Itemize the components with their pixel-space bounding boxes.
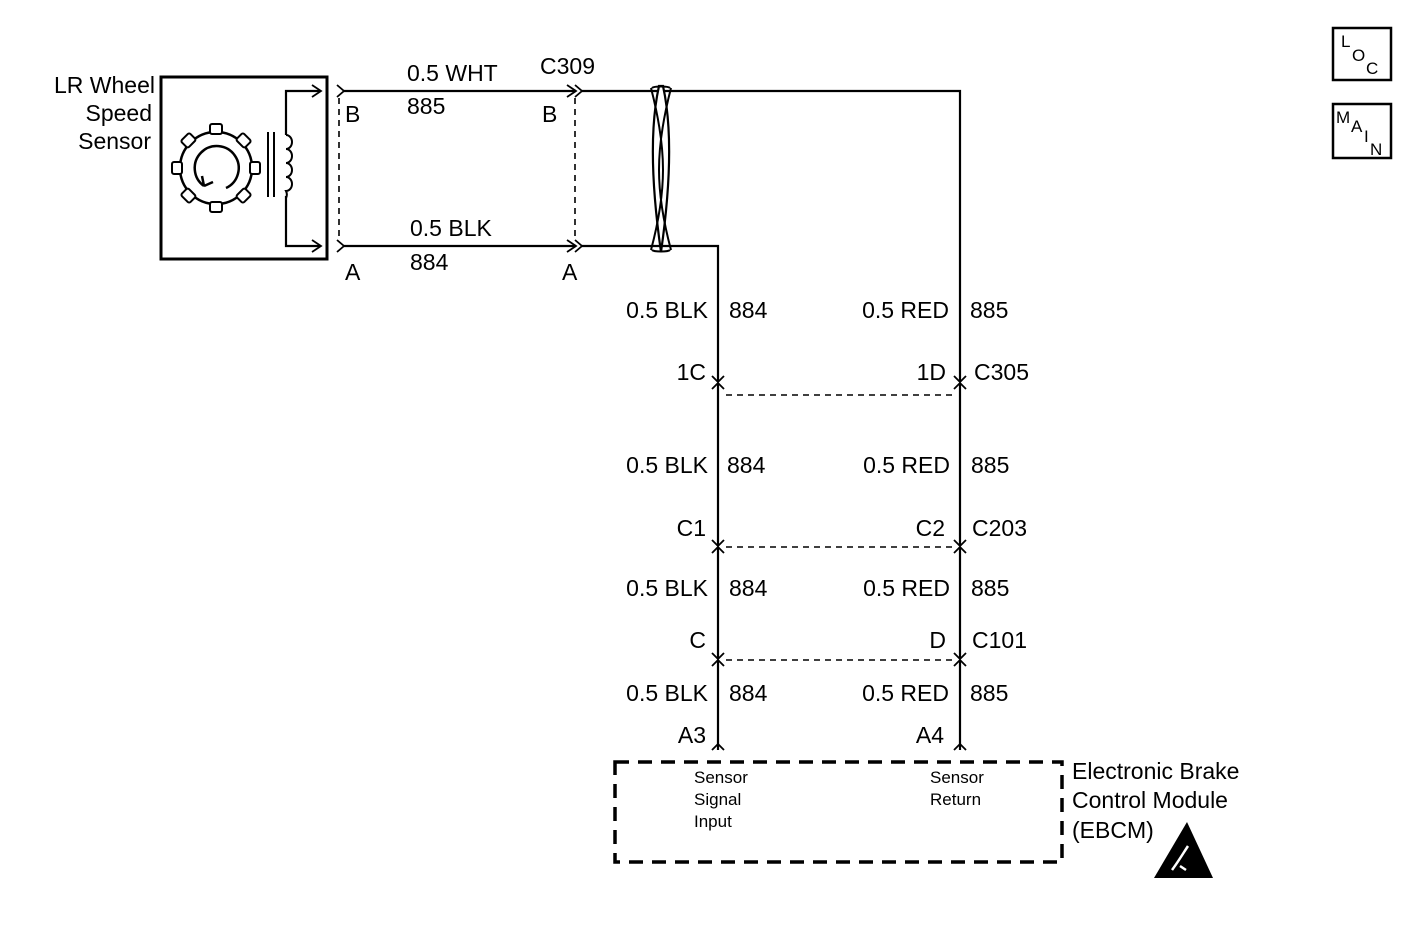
c203-pin-right: C2 xyxy=(916,515,945,541)
c203-pin-left: C1 xyxy=(677,515,706,541)
c305-name: C305 xyxy=(974,359,1029,385)
loc-letter-l: L xyxy=(1341,32,1350,51)
ebcm-name-line2: Control Module xyxy=(1072,787,1228,813)
loc-letter-o: O xyxy=(1352,46,1365,65)
right-seg4-size-color: 0.5 RED xyxy=(862,680,949,706)
left-seg3-circuit: 884 xyxy=(729,575,768,601)
esd-warning-icon xyxy=(1154,822,1213,878)
ebcm-signal-line1: Sensor xyxy=(694,768,748,787)
connector-c203 xyxy=(711,539,967,554)
wire-top-size-color: 0.5 WHT xyxy=(407,60,498,86)
wire-884-run xyxy=(582,244,720,382)
sensor-box xyxy=(159,75,329,261)
main-button[interactable]: M A I N xyxy=(1331,102,1393,160)
ebcm-return-line2: Return xyxy=(930,790,981,809)
ebcm-name-line3: (EBCM) xyxy=(1072,817,1154,843)
left-seg2-circuit: 884 xyxy=(727,452,766,478)
wire-885-run xyxy=(582,89,962,382)
right-seg1-size-color: 0.5 RED xyxy=(862,297,949,323)
c309-terminal-b-left xyxy=(566,84,578,98)
c101-pin-right: D xyxy=(929,627,946,653)
main-letter-i: I xyxy=(1364,127,1369,146)
sensor-name-line1: LR Wheel xyxy=(54,72,155,98)
c305-pin-right: 1D xyxy=(917,359,946,385)
right-seg3-circuit: 885 xyxy=(971,575,1009,601)
left-seg1-circuit: 884 xyxy=(729,297,768,323)
sensor-pin-a: A xyxy=(345,259,361,285)
c309-name: C309 xyxy=(540,53,595,79)
ebcm-signal-line3: Input xyxy=(694,812,732,831)
left-seg3-size-color: 0.5 BLK xyxy=(626,575,708,601)
ebcm-return-line1: Sensor xyxy=(930,768,984,787)
right-seg1-circuit: 885 xyxy=(970,297,1008,323)
sensor-terminal-a xyxy=(336,239,346,253)
right-seg3-size-color: 0.5 RED xyxy=(863,575,950,601)
wire-bottom-size-color: 0.5 BLK xyxy=(410,215,492,241)
left-seg2-size-color: 0.5 BLK xyxy=(626,452,708,478)
c101-name: C101 xyxy=(972,627,1027,653)
ebcm-pin-a3: A3 xyxy=(678,722,706,748)
main-letter-n: N xyxy=(1370,140,1382,159)
c309-pin-b: B xyxy=(542,101,557,127)
right-seg2-size-color: 0.5 RED xyxy=(863,452,950,478)
left-seg4-circuit: 884 xyxy=(729,680,768,706)
ebcm-name-line1: Electronic Brake xyxy=(1072,758,1239,784)
loc-letter-c: C xyxy=(1366,59,1378,78)
reluctor-wheel-icon xyxy=(171,123,261,213)
wire-bottom-circuit: 884 xyxy=(410,249,449,275)
c309-terminal-a-left xyxy=(566,239,578,253)
c305-pin-left: 1C xyxy=(677,359,706,385)
loc-button[interactable]: L O C xyxy=(1331,26,1393,82)
c309-pin-a: A xyxy=(562,259,578,285)
left-seg4-size-color: 0.5 BLK xyxy=(626,680,708,706)
right-seg2-circuit: 885 xyxy=(971,452,1009,478)
c101-pin-left: C xyxy=(689,627,706,653)
main-letter-m: M xyxy=(1336,108,1350,127)
sensor-name-line3: Sensor xyxy=(78,128,151,154)
coil-icon xyxy=(267,84,323,253)
lr-wheel-speed-sensor: LR Wheel Speed Sensor xyxy=(54,72,329,261)
main-letter-a: A xyxy=(1351,117,1363,136)
c203-name: C203 xyxy=(972,515,1027,541)
ebcm-pin-a4: A4 xyxy=(916,722,944,748)
ebcm-module xyxy=(613,742,1064,864)
left-seg1-size-color: 0.5 BLK xyxy=(626,297,708,323)
twisted-pair-icon xyxy=(650,84,672,253)
sensor-terminal-b xyxy=(336,84,346,98)
ebcm-signal-line2: Signal xyxy=(694,790,741,809)
sensor-pin-b: B xyxy=(345,101,360,127)
connector-c101 xyxy=(711,652,967,667)
sensor-name-line2: Speed xyxy=(85,100,152,126)
right-seg4-circuit: 885 xyxy=(970,680,1008,706)
wire-top-circuit: 885 xyxy=(407,93,445,119)
